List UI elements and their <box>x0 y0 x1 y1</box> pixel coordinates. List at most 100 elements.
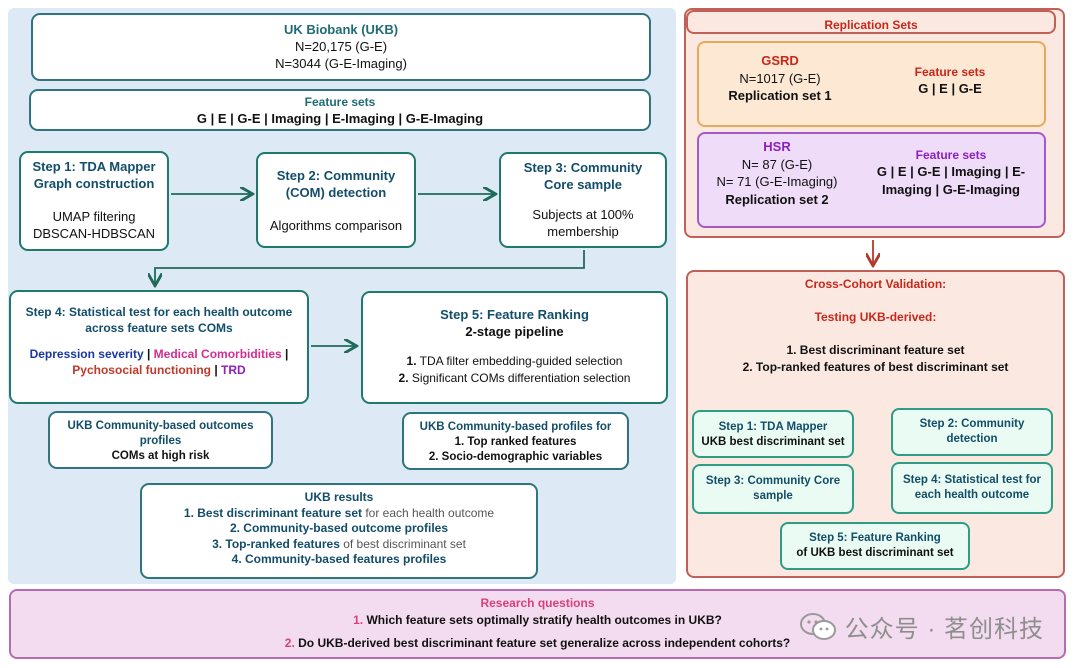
hsr-info: HSR N= 87 (G-E) N= 71 (G-E-Imaging) Repl… <box>697 138 857 208</box>
step2-title-2: (COM) detection <box>285 184 387 200</box>
research-question-2: Do UKB-derived best discriminant feature… <box>294 635 791 650</box>
hsr-name: HSR <box>763 139 791 154</box>
feature-profiles-item-2: 2. Socio-demographic variables <box>428 450 603 463</box>
validation-step2-box: Step 2: Community detection <box>891 408 1053 456</box>
outcome-profiles-line: COMs at high risk <box>111 449 210 462</box>
step4-title-2: across feature sets COMs <box>85 320 233 335</box>
step3-box: Step 3: Community Core sample Subjects a… <box>499 152 667 248</box>
validation-step4-sub: each health outcome <box>914 488 1030 501</box>
step3-title-1: Step 3: Community <box>523 160 643 175</box>
replication-title: Replication Sets <box>824 18 918 32</box>
gsrd-info: GSRD N=1017 (G-E) Replication set 1 <box>705 52 855 105</box>
outcome-separator-3: | <box>210 362 222 377</box>
step2-title-1: Step 2: Community <box>276 168 396 183</box>
results-title: UKB results <box>304 490 374 504</box>
research-num-2: 2. <box>284 635 295 650</box>
validation-item-2: 2. Top-ranked features of best discrimin… <box>742 359 1009 374</box>
step1-box: Step 1: TDA Mapper Graph construction UM… <box>19 151 169 251</box>
outcome-separator-2: | <box>281 347 289 362</box>
step5-item-1: TDA filter embedding-guided selection <box>416 353 623 368</box>
research-questions-box: Research questions 1. Which feature sets… <box>9 589 1066 659</box>
step5-item-2: Significant COMs differentiation selecti… <box>408 371 631 386</box>
outcome-medical-comorbidities: Medical Comorbidities <box>153 347 282 362</box>
feature-profiles-title: UKB Community-based profiles for <box>419 421 612 433</box>
validation-subtitle: Testing UKB-derived: <box>814 310 937 325</box>
ukb-results-box: UKB results 1. Best discriminant feature… <box>140 483 538 579</box>
step4-box: Step 4: Statistical test for each health… <box>9 290 309 404</box>
outcome-depression: Depression severity <box>29 347 144 362</box>
validation-step1-sub: UKB best discriminant set <box>701 435 845 448</box>
ukb-n-ge: N=20,175 (G-E) <box>294 38 388 54</box>
validation-step4-title: Step 4: Statistical test for <box>902 474 1042 486</box>
feature-profiles-box: UKB Community-based profiles for 1. Top … <box>402 412 629 470</box>
validation-item-1: 1. Best discriminant feature set <box>786 343 965 358</box>
step3-line-1: Subjects at 100% <box>532 206 634 222</box>
outcome-profiles-title-1: UKB Community-based outcomes <box>67 420 254 432</box>
hsr-fs-list-1: G | E | G-E | Imaging | E- <box>876 164 1026 180</box>
results-item-3: 3. Top-ranked features <box>212 536 340 551</box>
validation-step4-box: Step 4: Statistical test for each health… <box>891 462 1053 514</box>
step3-title-2: Core sample <box>543 176 623 192</box>
ukb-n-imaging: N=3044 (G-E-Imaging) <box>275 55 407 71</box>
gsrd-name: GSRD <box>761 53 799 68</box>
step2-line-1: Algorithms comparison <box>269 217 403 233</box>
hsr-n-imaging: N= 71 (G-E-Imaging) <box>716 174 838 190</box>
validation-header: Cross-Cohort Validation: Testing UKB-der… <box>686 276 1065 375</box>
results-item-2: 2. Community-based outcome profiles <box>229 521 449 536</box>
step5-num-2: 2. <box>398 371 409 386</box>
ukb-cohort-box: UK Biobank (UKB) N=20,175 (G-E) N=3044 (… <box>31 13 651 81</box>
validation-step3-sub: sample <box>753 489 793 502</box>
hsr-box <box>697 132 1046 228</box>
outcome-profiles-title-2: profiles <box>139 434 182 447</box>
validation-step5-title: Step 5: Feature Ranking <box>809 532 941 544</box>
gsrd-features: Feature sets G | E | G-E <box>880 64 1020 98</box>
validation-step5-box: Step 5: Feature Ranking of UKB best disc… <box>780 522 970 570</box>
hsr-fs-title: Feature sets <box>915 148 987 162</box>
step1-title-2: Graph construction <box>33 175 155 191</box>
research-question-1: Which feature sets optimally stratify he… <box>363 613 722 628</box>
results-item-1-note: for each health outcome <box>361 505 495 520</box>
results-item-4: 4. Community-based features profiles <box>231 552 447 567</box>
hsr-n-ge: N= 87 (G-E) <box>741 156 813 172</box>
validation-step1-title: Step 1: TDA Mapper <box>718 421 828 433</box>
outcome-profiles-box: UKB Community-based outcomes profiles CO… <box>48 411 273 469</box>
step2-box: Step 2: Community (COM) detection Algori… <box>256 152 416 248</box>
step5-box: Step 5: Feature Ranking 2-stage pipeline… <box>361 291 668 404</box>
feature-sets-list: G | E | G-E | Imaging | E-Imaging | G-E-… <box>196 110 484 126</box>
validation-step3-box: Step 3: Community Core sample <box>692 464 854 514</box>
results-item-1: 1. Best discriminant feature set <box>183 505 362 520</box>
outcome-psychosocial: Pychosocial functioning <box>72 362 211 377</box>
results-item-3-note: of best discriminant set <box>339 536 466 551</box>
watermark: 公众号 · 茗创科技 <box>799 609 1044 644</box>
gsrd-box <box>697 41 1046 127</box>
ukb-title: UK Biobank (UKB) <box>283 22 399 37</box>
replication-title-box: Replication Sets <box>686 10 1056 34</box>
feature-sets-box: Feature sets G | E | G-E | Imaging | E-I… <box>29 89 651 131</box>
feature-profiles-item-1: 1. Top ranked features <box>454 435 577 448</box>
step5-subtitle: 2-stage pipeline <box>465 323 564 339</box>
validation-title: Cross-Cohort Validation: <box>804 277 947 291</box>
outcome-trd: TRD <box>221 362 246 377</box>
research-num-1: 1. <box>353 613 364 628</box>
step1-title-1: Step 1: TDA Mapper <box>32 159 156 174</box>
validation-step5-sub: of UKB best discriminant set <box>796 546 954 559</box>
validation-step3-title: Step 3: Community Core <box>705 475 841 487</box>
validation-step1-box: Step 1: TDA Mapper UKB best discriminant… <box>692 410 854 458</box>
outcome-separator-1: | <box>143 347 154 362</box>
step4-title-1: Step 4: Statistical test for each health… <box>25 305 293 319</box>
validation-step2-title: Step 2: Community <box>919 418 1025 430</box>
validation-step2-sub: detection <box>946 432 998 445</box>
wechat-icon <box>799 612 837 642</box>
gsrd-set: Replication set 1 <box>728 88 832 104</box>
hsr-set: Replication set 2 <box>725 191 829 207</box>
gsrd-fs-title: Feature sets <box>914 65 986 79</box>
step1-line-2: DBSCAN-HDBSCAN <box>32 225 156 241</box>
step1-line-1: UMAP filtering <box>52 208 136 224</box>
gsrd-fs-list: G | E | G-E <box>918 81 982 97</box>
research-title: Research questions <box>480 596 595 610</box>
step5-num-1: 1. <box>406 353 417 368</box>
feature-sets-title: Feature sets <box>304 95 376 109</box>
hsr-features: Feature sets G | E | G-E | Imaging | E- … <box>866 147 1036 198</box>
gsrd-n: N=1017 (G-E) <box>739 70 821 86</box>
step3-line-2: membership <box>547 223 619 239</box>
